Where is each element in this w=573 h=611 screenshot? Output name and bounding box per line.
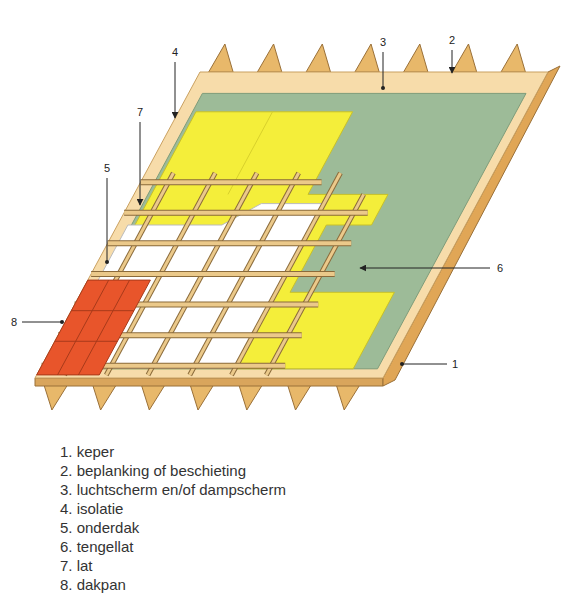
legend-item-text: 1. keper	[60, 443, 114, 461]
tile-joint	[78, 280, 129, 375]
rafter-end	[336, 384, 360, 410]
legend-item-text: 4. isolatie	[60, 500, 123, 518]
rafter-end	[44, 384, 68, 410]
leader-dot	[381, 86, 385, 90]
leader-dot	[400, 362, 404, 366]
legend-item-text: 3. luchtscherm en/of dampscherm	[60, 481, 286, 499]
leader-line	[360, 268, 490, 269]
rafter-end	[306, 44, 330, 72]
leader-line	[175, 62, 176, 118]
rafter-end	[92, 384, 116, 410]
callout-number: 7	[137, 106, 143, 118]
callout-number: 8	[11, 316, 17, 328]
legend-item-text: 2. beplanking of beschieting	[60, 462, 246, 480]
rafter-end	[239, 384, 263, 410]
rafter-end	[209, 44, 233, 72]
legend-item-text: 8. dakpan	[60, 576, 126, 594]
board-front-face	[35, 378, 383, 386]
legend-item-text: 7. lat	[60, 557, 93, 575]
leader-line	[383, 52, 384, 88]
batten	[108, 241, 352, 245]
callout-number: 6	[497, 262, 503, 274]
rafter-end	[257, 44, 281, 72]
rafter-end	[141, 384, 165, 410]
batten-edge	[124, 210, 368, 216]
batten	[91, 272, 335, 276]
tile-joint	[71, 310, 134, 311]
tile-joint	[58, 280, 109, 375]
counter-batten	[266, 194, 363, 375]
callout-number: 1	[452, 358, 458, 370]
counter-batten-edge	[266, 194, 363, 375]
leader-line	[452, 50, 453, 73]
leader-dot	[105, 260, 109, 264]
leader-line	[22, 322, 62, 323]
rafter-end	[452, 44, 476, 72]
callout-number: 2	[449, 34, 455, 46]
legend-item-text: 6. tengellat	[60, 538, 133, 556]
batten-edge	[91, 271, 335, 277]
leader-dot	[60, 320, 64, 324]
leader-line	[107, 178, 108, 262]
roof-tiles	[37, 280, 151, 375]
rafter-end	[501, 44, 525, 72]
leader-line	[402, 364, 447, 365]
callout-number: 4	[172, 46, 178, 58]
batten-edge	[108, 240, 352, 246]
legend-item-text: 5. onderdak	[60, 519, 139, 537]
roof-boarding	[35, 72, 548, 378]
rafter-end	[404, 44, 428, 72]
rafter-end	[355, 44, 379, 72]
batten	[124, 211, 368, 215]
callout-number: 5	[104, 162, 110, 174]
rafter-end	[190, 384, 214, 410]
rafter-end	[287, 384, 311, 410]
callout-number: 3	[380, 36, 386, 48]
tile-joint	[55, 341, 118, 342]
batten	[141, 180, 322, 184]
batten-edge	[141, 179, 322, 185]
leader-line	[140, 122, 141, 205]
